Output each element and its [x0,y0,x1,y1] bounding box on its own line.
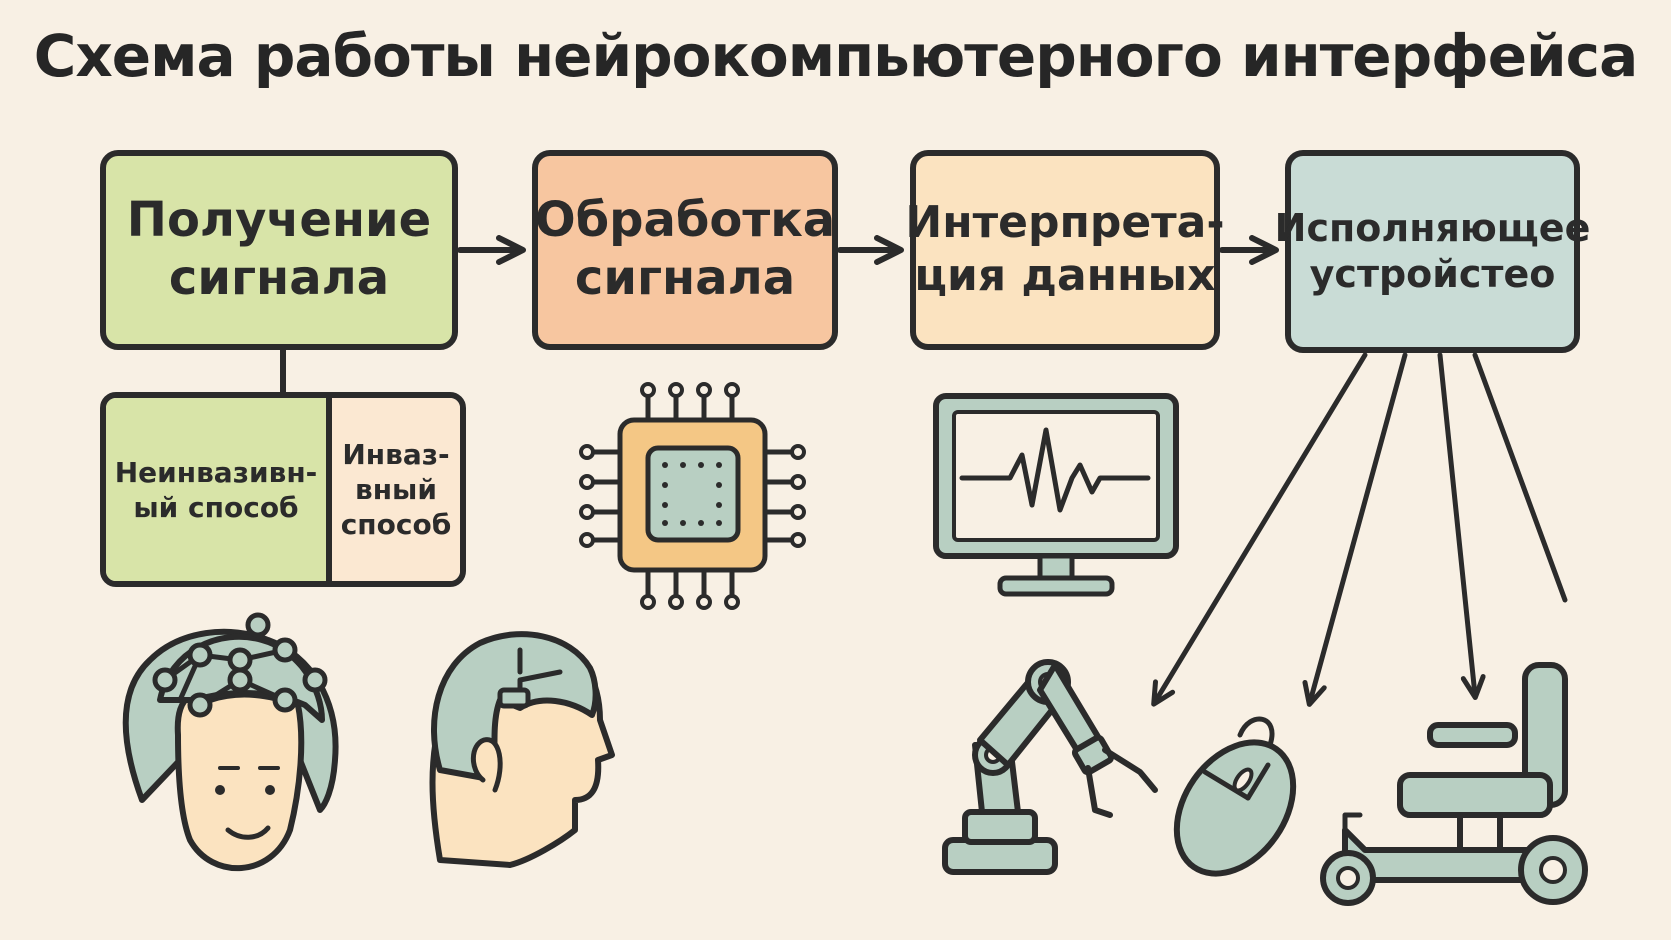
step-4-line-1: Исполняющее [1274,205,1591,250]
robot-arm-icon [942,659,1158,875]
step-3-line-2: ция данных [914,250,1216,301]
step-1-line-2: сигнала [168,250,390,306]
wheelchair-icon [1320,662,1588,906]
eeg-head-icon [122,612,339,872]
implant-head-icon [429,631,615,868]
chip-icon [579,382,806,610]
arrow-to-robot-arm [1151,352,1368,707]
arrow-to-extra-device [1472,352,1568,603]
invasive-line-2: вный [354,473,437,506]
device-arrows [1151,352,1568,707]
monitor-wave-icon [933,393,1179,597]
step-1-line-1: Получение [126,192,432,249]
step-2-line-2: сигнала [574,250,796,306]
noninvasive-line-2: ый способ [133,490,299,524]
step-2-line-1: Обработка [534,192,836,249]
invasive-line-3: способ [340,508,452,541]
arrow-to-wheelchair [1437,352,1486,700]
invasive-line-1: Инваз- [342,438,450,471]
step-3-line-1: Интерпрета- [905,197,1225,249]
method-noninvasive: Неинвазивн-ый способ [106,398,332,581]
noninvasive-line-1: Неинвазивн- [114,455,318,489]
step-4-line-2: устройстео [1309,251,1556,296]
computer-mouse-icon [1173,716,1297,877]
arrow-to-mouse [1302,352,1408,707]
diagram-title: Схема работы нейрокомпьютерного интерфей… [33,22,1638,90]
step-data-interpretation: Интерпрета-ция данных [905,150,1225,350]
